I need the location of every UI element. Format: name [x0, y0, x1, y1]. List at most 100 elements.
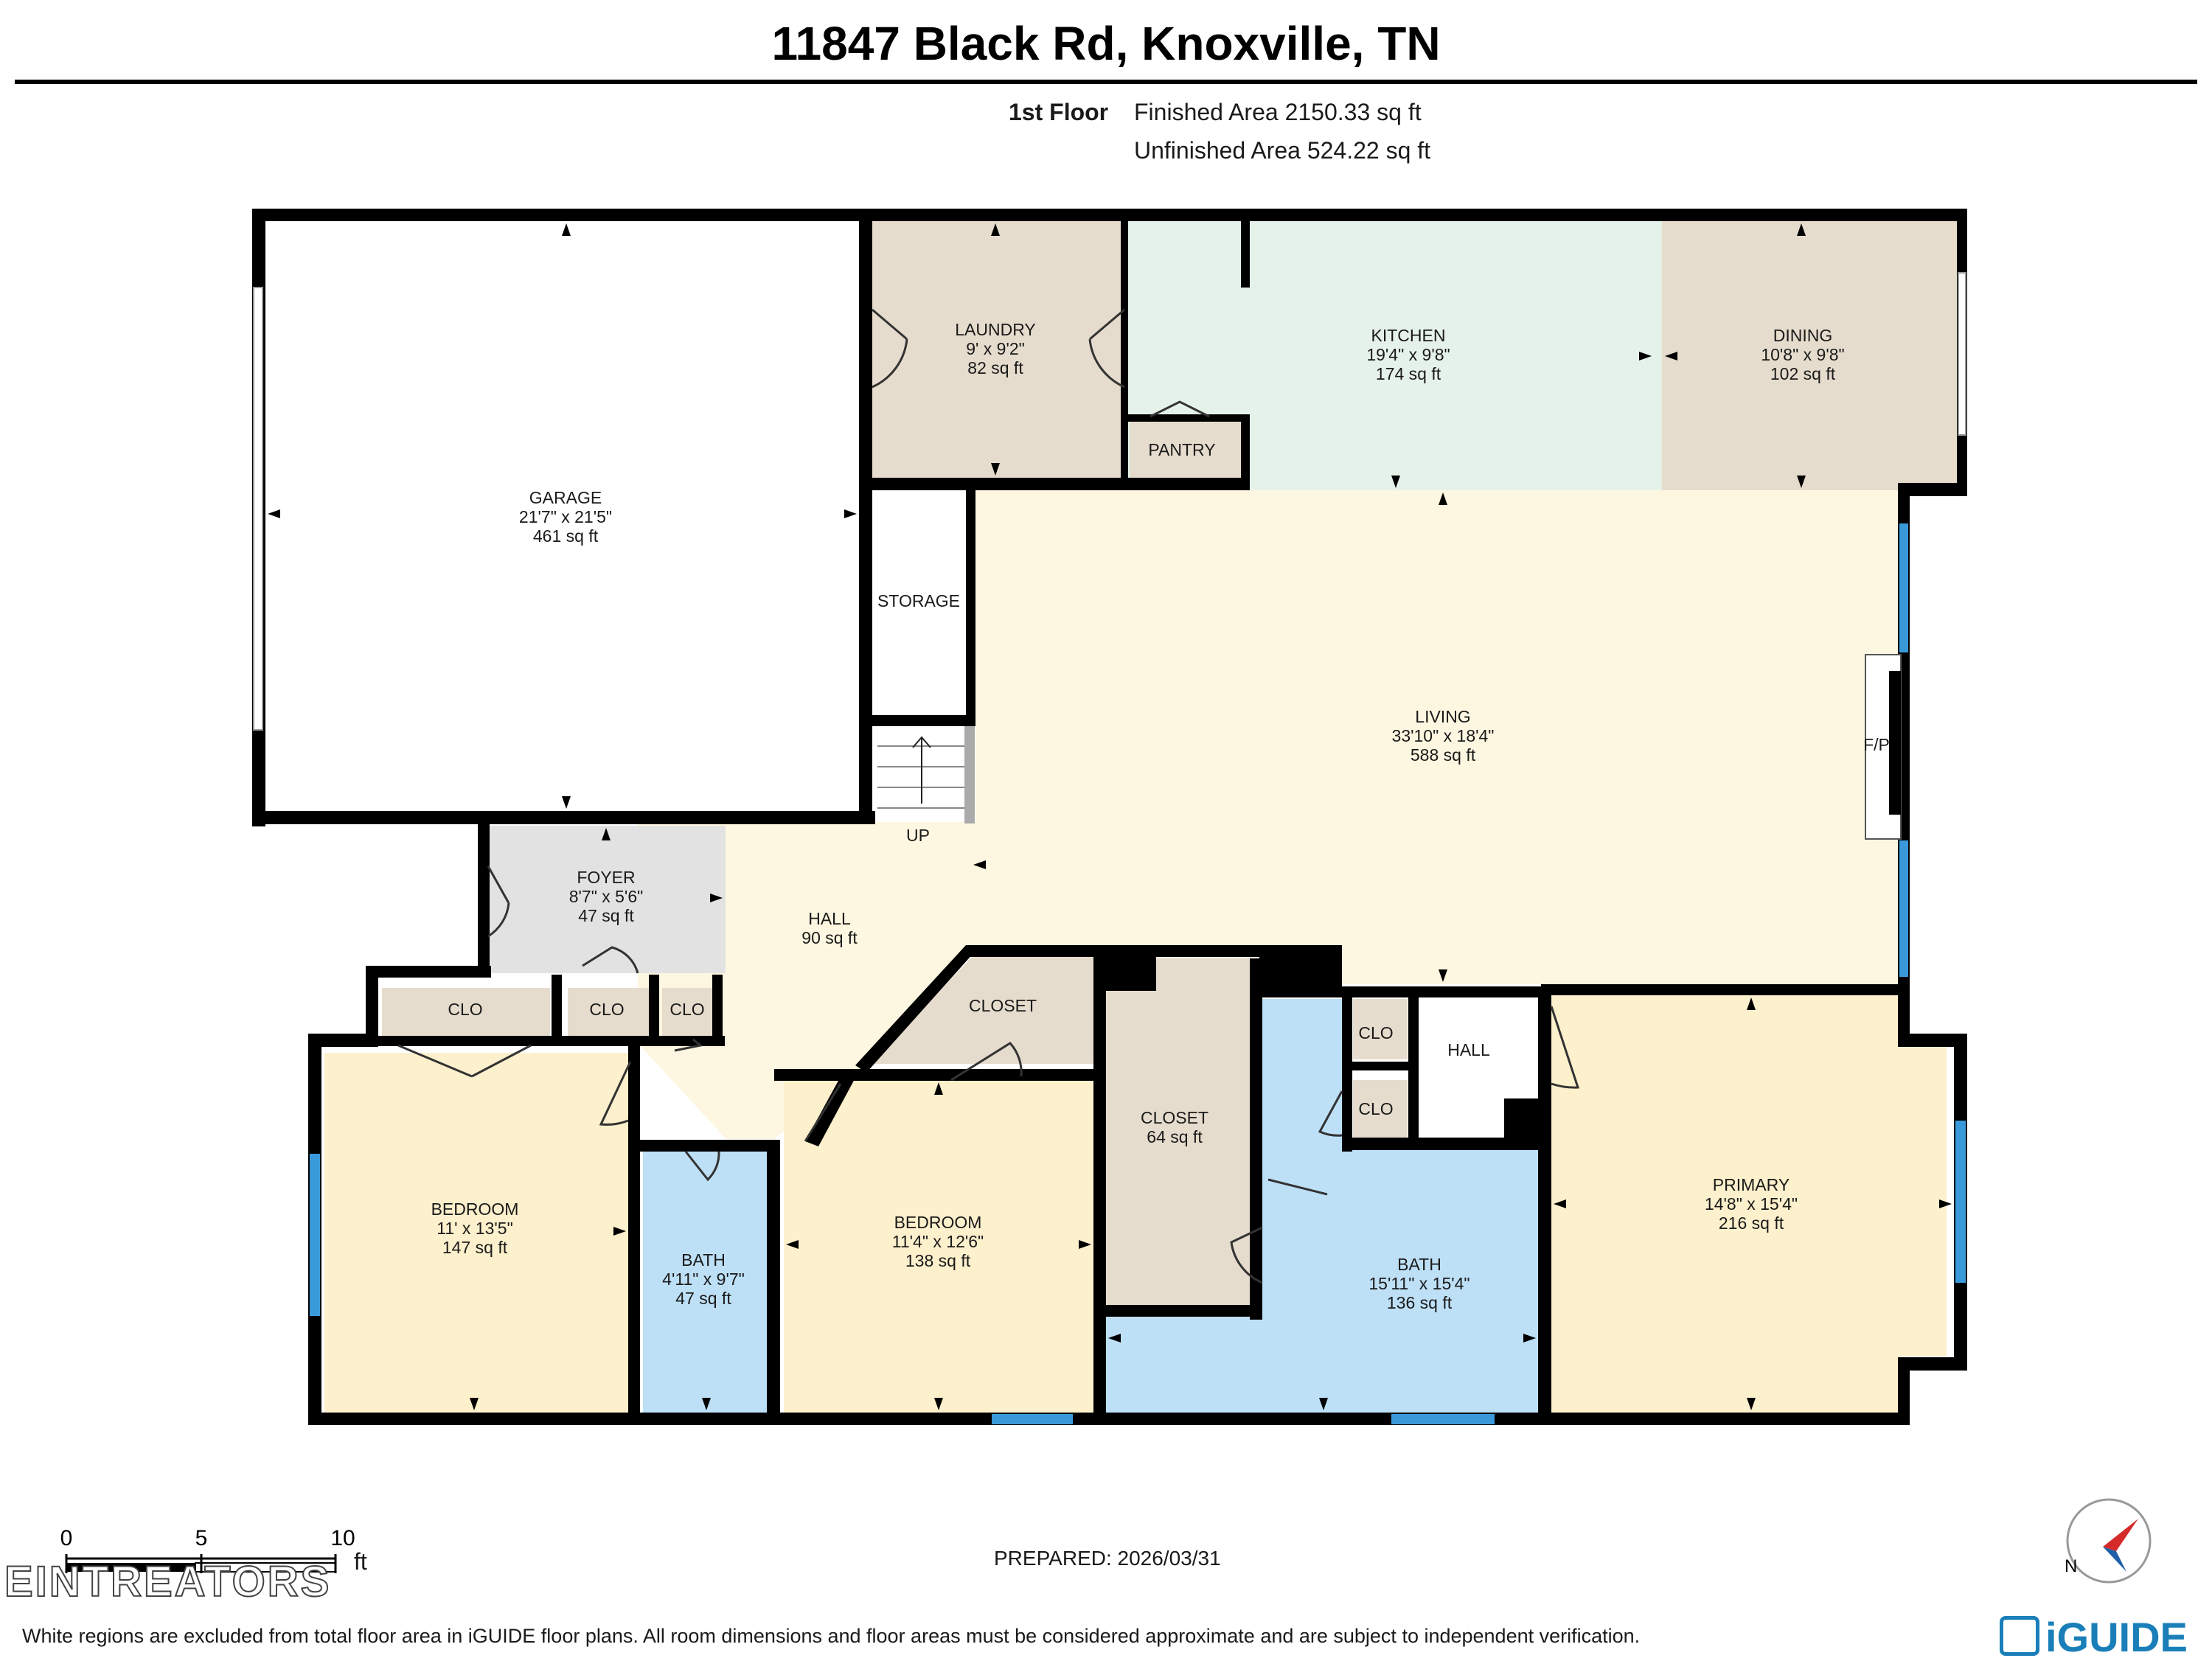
- hall2-name: HALL: [1447, 1040, 1490, 1059]
- window: [1899, 840, 1908, 977]
- closet-area: 64 sq ft: [1147, 1127, 1203, 1146]
- dim-arrow: [1747, 1398, 1756, 1410]
- bedroom2-floor: [784, 1080, 1093, 1413]
- dim-arrow: [1439, 969, 1447, 982]
- scale-tick-5: 5: [195, 1526, 208, 1550]
- wall: [552, 975, 562, 1041]
- brokerage-watermark: EINTREATORS: [4, 1557, 332, 1606]
- bath1-floor: [643, 1152, 767, 1413]
- pantry-floor: [1130, 420, 1242, 478]
- wall: [1898, 483, 1967, 496]
- dim-arrow: [991, 463, 1000, 476]
- bedroom2-area: 138 sq ft: [905, 1251, 971, 1270]
- wall: [1898, 1034, 1967, 1047]
- dim-arrow: [991, 223, 1000, 236]
- unfinished-area: Unfinished Area 524.22 sq ft: [1134, 137, 1431, 164]
- wall: [1538, 988, 1551, 1424]
- compass-icon: N: [2065, 1498, 2152, 1584]
- clo3-floor: [662, 988, 715, 1038]
- stairs: [877, 736, 966, 809]
- wall: [1261, 986, 1551, 997]
- foyer-floor: [488, 826, 726, 973]
- window: [310, 1154, 320, 1316]
- wall: [1241, 414, 1250, 490]
- clo3-name: CLO: [669, 1000, 704, 1019]
- dim-arrow: [1108, 1334, 1121, 1343]
- primary-floor: [1551, 995, 1947, 1413]
- wall: [252, 811, 875, 824]
- closet-small-floor: [870, 957, 1093, 1064]
- dim-arrow: [1079, 1240, 1091, 1249]
- garage-name: GARAGE: [529, 488, 602, 507]
- disclaimer: White regions are excluded from total fl…: [22, 1625, 1641, 1647]
- stairs-label: UP: [906, 826, 930, 845]
- dim-arrow: [786, 1240, 799, 1249]
- dim-arrow: [1939, 1199, 1952, 1208]
- dim-arrow: [934, 1398, 943, 1410]
- prepared-date: PREPARED: 2026/03/31: [994, 1547, 1221, 1570]
- primary-area: 216 sq ft: [1719, 1213, 1784, 1233]
- wall: [1259, 945, 1342, 989]
- window: [253, 287, 263, 731]
- door-swing: [1318, 1090, 1343, 1137]
- dim-arrow: [1797, 223, 1806, 236]
- dim-arrow: [613, 1227, 626, 1236]
- floor-label: 1st Floor: [1009, 99, 1109, 125]
- wall: [872, 478, 1248, 490]
- fireplace-box: [1889, 671, 1901, 815]
- wall: [378, 1036, 725, 1046]
- wall: [872, 715, 975, 726]
- wall: [1342, 1062, 1416, 1070]
- scale-unit: ft: [354, 1548, 367, 1575]
- window: [1899, 523, 1908, 652]
- dim-arrow: [1747, 997, 1756, 1010]
- foyer-dims: 8'7" x 5'6": [569, 887, 644, 906]
- stair-rail: [964, 726, 975, 823]
- bedroom1-name: BEDROOM: [431, 1199, 519, 1219]
- wall: [1106, 1305, 1262, 1317]
- window: [992, 1414, 1073, 1424]
- door-swing: [1150, 400, 1210, 418]
- dimension-markers: [268, 223, 1952, 1410]
- dim-arrow: [1439, 492, 1447, 505]
- dining-name: DINING: [1773, 326, 1833, 345]
- dim-arrow: [973, 860, 986, 869]
- title-divider: [15, 80, 2197, 84]
- kitchen-dims: 19'4" x 9'8": [1366, 345, 1450, 364]
- bedroom1-floor: [324, 1053, 628, 1413]
- laundry-name: LAUNDRY: [955, 320, 1036, 339]
- wall: [1241, 221, 1250, 288]
- bedroom1-area: 147 sq ft: [442, 1238, 508, 1257]
- living-area: 588 sq ft: [1411, 745, 1476, 765]
- hall-name: HALL: [808, 909, 851, 928]
- dim-arrow: [602, 828, 611, 840]
- door-swing: [1230, 1226, 1263, 1284]
- page-title: 11847 Black Rd, Knoxville, TN: [771, 17, 1441, 70]
- dim-arrow: [1523, 1334, 1536, 1343]
- dim-arrow: [562, 796, 571, 809]
- door-swing: [872, 308, 908, 389]
- door-swing: [804, 1083, 842, 1142]
- wall: [1342, 1138, 1541, 1150]
- wall: [712, 975, 723, 1045]
- bedroom1-dims: 11' x 13'5": [437, 1219, 512, 1238]
- closet-name: CLOSET: [1141, 1108, 1208, 1127]
- clo1-name: CLO: [448, 1000, 482, 1019]
- wall: [1898, 1357, 1910, 1425]
- dim-arrow: [934, 1082, 943, 1095]
- living-dims: 33'10" x 18'4": [1392, 726, 1495, 745]
- bath2-area: 136 sq ft: [1387, 1293, 1453, 1312]
- wall: [774, 1069, 1099, 1081]
- wall: [1127, 414, 1248, 422]
- wall: [859, 221, 872, 824]
- closet-small-name: CLOSET: [969, 996, 1037, 1015]
- scale-tick-0: 0: [60, 1526, 73, 1550]
- clo4-name: CLO: [1358, 1023, 1393, 1042]
- door-swing: [1088, 308, 1125, 389]
- iguide-logo: iGUIDE: [2000, 1613, 2188, 1661]
- fireplace-label: F/P: [1863, 735, 1890, 754]
- dim-arrow: [268, 509, 280, 518]
- living-floor: [975, 490, 1898, 984]
- wall: [1093, 945, 1156, 991]
